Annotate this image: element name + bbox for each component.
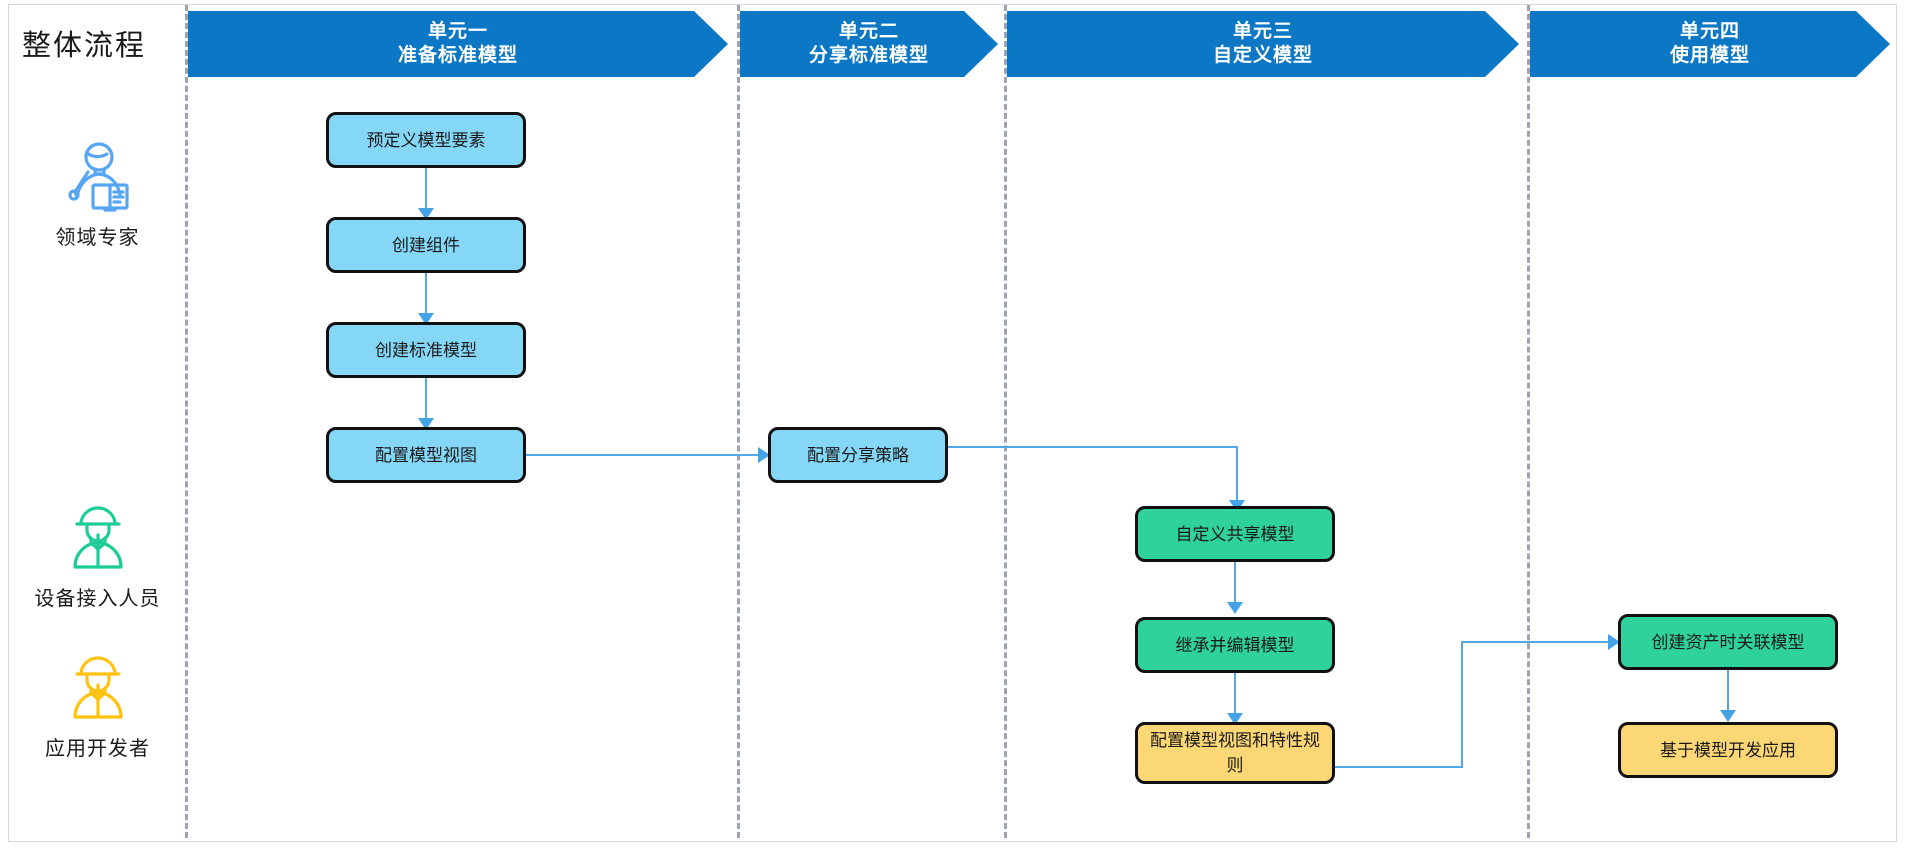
- lane-separator-4: [1527, 5, 1530, 838]
- connector-n6-n7: [1234, 562, 1236, 610]
- connector-n8-n9-v: [1461, 641, 1463, 767]
- lane-separator-1: [185, 5, 188, 838]
- connector-n5-n6-v: [1236, 446, 1238, 508]
- phase-banner-3-line2: 自定义模型: [1212, 45, 1313, 66]
- role-domain-expert-label: 领域专家: [55, 227, 140, 249]
- node-inherit-edit-model[interactable]: 继承并编辑模型: [1135, 617, 1335, 673]
- phase-banner-1[interactable]: 单元一 准备标准模型: [188, 11, 728, 77]
- connector-n5-n6-h: [948, 446, 1238, 448]
- connector-n2-n3: [425, 273, 427, 321]
- role-app-developer-label: 应用开发者: [45, 738, 150, 760]
- node-create-standard-model[interactable]: 创建标准模型: [326, 322, 526, 378]
- phase-banner-2[interactable]: 单元二 分享标准模型: [740, 11, 998, 77]
- lane-separator-3: [1004, 5, 1007, 838]
- worker-helmet-icon-yellow: [10, 655, 185, 728]
- phase-banner-4-line1: 单元四: [1679, 21, 1740, 42]
- node-predefine-model-elements[interactable]: 预定义模型要素: [326, 112, 526, 168]
- role-app-developer: 应用开发者: [10, 655, 185, 761]
- diagram-frame: [8, 4, 1897, 842]
- lane-separator-2: [737, 5, 740, 838]
- phase-banner-2-line1: 单元二: [838, 21, 899, 42]
- connector-n1-n2: [425, 168, 427, 216]
- phase-banner-4[interactable]: 单元四 使用模型: [1530, 11, 1890, 77]
- phase-banner-4-line2: 使用模型: [1669, 45, 1750, 66]
- phase-banner-1-line2: 准备标准模型: [397, 45, 518, 66]
- node-customize-shared-model[interactable]: 自定义共享模型: [1135, 506, 1335, 562]
- connector-n7-n8: [1234, 673, 1236, 721]
- connector-n9-n10: [1727, 670, 1729, 718]
- arrowhead-n9-n10: [1720, 710, 1736, 722]
- role-device-access-label: 设备接入人员: [34, 588, 161, 610]
- role-domain-expert: 领域专家: [10, 140, 185, 250]
- phase-banner-1-line1: 单元一: [427, 21, 488, 42]
- node-configure-view-and-property-rules[interactable]: 配置模型视图和特性规则: [1135, 722, 1335, 784]
- arrowhead-n4-n5: [758, 447, 770, 463]
- node-configure-model-view[interactable]: 配置模型视图: [326, 427, 526, 483]
- connector-n3-n4: [425, 378, 427, 426]
- role-device-access: 设备接入人员: [10, 505, 185, 611]
- teacher-expert-icon: [10, 140, 185, 217]
- phase-banner-3[interactable]: 单元三 自定义模型: [1007, 11, 1519, 77]
- worker-helmet-icon-green: [10, 505, 185, 578]
- arrowhead-n6-n7: [1227, 602, 1243, 614]
- node-configure-share-policy[interactable]: 配置分享策略: [768, 427, 948, 483]
- phase-banner-2-line2: 分享标准模型: [808, 45, 929, 66]
- node-associate-model-on-asset-create[interactable]: 创建资产时关联模型: [1618, 614, 1838, 670]
- node-create-component[interactable]: 创建组件: [326, 217, 526, 273]
- connector-n8-n9-h2: [1461, 641, 1617, 643]
- arrowhead-n8-n9: [1608, 634, 1620, 650]
- connector-n8-n9-h1: [1335, 766, 1463, 768]
- overall-process-label: 整体流程: [22, 30, 147, 62]
- connector-n4-n5: [526, 454, 766, 456]
- node-develop-app-on-model[interactable]: 基于模型开发应用: [1618, 722, 1838, 778]
- phase-banner-3-line1: 单元三: [1232, 21, 1293, 42]
